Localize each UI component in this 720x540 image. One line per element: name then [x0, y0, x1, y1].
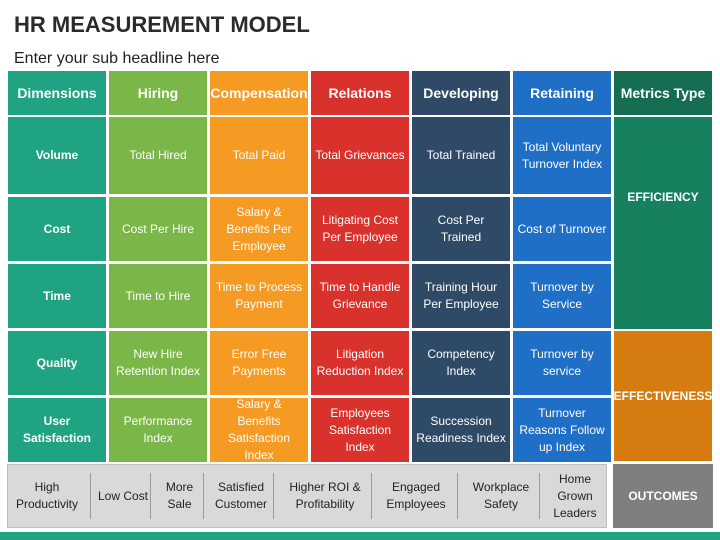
outcome-item: High Productivity: [15, 480, 79, 511]
metric-cell-compensation-time: Time to Process Payment: [209, 263, 309, 329]
metric-cell-relations-quality: Litigation Reduction Index: [310, 330, 410, 396]
outcome-separator: [203, 473, 204, 519]
metric-cell-compensation-volume: Total Paid: [209, 116, 309, 195]
outcome-item: Workplace Safety: [472, 480, 530, 511]
metric-cell-retaining-volume: Total Voluntary Turnover Index: [512, 116, 612, 195]
footer-accent-line: [0, 532, 720, 540]
header-developing: Developing: [411, 70, 511, 116]
dimension-time: Time: [7, 263, 107, 329]
metric-cell-compensation-cost: Salary & Benefits Per Employee: [209, 196, 309, 262]
metrics-type-effectiveness: EFFECTIVENESS: [613, 330, 713, 462]
header-metrics-type: Metrics Type: [613, 70, 713, 116]
metric-cell-developing-time: Training Hour Per Employee: [411, 263, 511, 329]
outcome-separator: [273, 473, 274, 519]
outcomes-label: OUTCOMES: [613, 464, 713, 528]
outcome-item: Satisfied Customer: [214, 480, 267, 511]
metric-cell-compensation-user-satisfaction: Salary & Benefits Satisfaction Index: [209, 397, 309, 463]
metric-cell-relations-user-satisfaction: Employees Satisfaction Index: [310, 397, 410, 463]
header-hiring: Hiring: [108, 70, 208, 116]
metric-cell-hiring-cost: Cost Per Hire: [108, 196, 208, 262]
metrics-type-efficiency: EFFICIENCY: [613, 116, 713, 330]
outcome-separator: [150, 473, 151, 519]
dimension-volume: Volume: [7, 116, 107, 195]
sub-headline: Enter your sub headline here: [14, 50, 220, 67]
metric-cell-compensation-quality: Error Free Payments: [209, 330, 309, 396]
dimension-quality: Quality: [7, 330, 107, 396]
metric-cell-hiring-quality: New Hire Retention Index: [108, 330, 208, 396]
metric-cell-relations-volume: Total Grievances: [310, 116, 410, 195]
metric-cell-retaining-quality: Turnover by service: [512, 330, 612, 396]
outcome-separator: [371, 473, 372, 519]
outcome-separator: [457, 473, 458, 519]
outcome-item: More Sale: [165, 480, 194, 511]
header-relations: Relations: [310, 70, 410, 116]
metric-cell-developing-volume: Total Trained: [411, 116, 511, 195]
outcome-item: Low Cost: [97, 488, 149, 503]
outcome-separator: [90, 473, 91, 519]
metric-cell-retaining-cost: Cost of Turnover: [512, 196, 612, 262]
metric-cell-developing-user-satisfaction: Succession Readiness Index: [411, 397, 511, 463]
header-retaining: Retaining: [512, 70, 612, 116]
metric-cell-hiring-time: Time to Hire: [108, 263, 208, 329]
metric-cell-retaining-time: Turnover by Service: [512, 263, 612, 329]
metric-cell-developing-quality: Competency Index: [411, 330, 511, 396]
header-dimensions: Dimensions: [7, 70, 107, 116]
outcomes-bar: High Productivity Low Cost More Sale Satisf…: [7, 464, 607, 528]
dimension-user-satisfaction: User Satisfaction: [7, 397, 107, 463]
outcome-item: Higher ROI & Profitability: [289, 480, 361, 511]
metric-cell-hiring-volume: Total Hired: [108, 116, 208, 195]
metric-cell-hiring-user-satisfaction: Performance Index: [108, 397, 208, 463]
metric-cell-developing-cost: Cost Per Trained: [411, 196, 511, 262]
dimension-cost: Cost: [7, 196, 107, 262]
page-title: HR MEASUREMENT MODEL: [14, 12, 310, 37]
metric-cell-retaining-user-satisfaction: Turnover Reasons Follow up Index: [512, 397, 612, 463]
outcome-item: Home Grown Leaders: [553, 471, 597, 520]
outcome-separator: [539, 473, 540, 519]
metric-cell-relations-cost: Litigating Cost Per Employee: [310, 196, 410, 262]
outcome-item: Engaged Employees: [386, 480, 446, 511]
header-compensation: Compensation: [209, 70, 309, 116]
metric-cell-relations-time: Time to Handle Grievance: [310, 263, 410, 329]
